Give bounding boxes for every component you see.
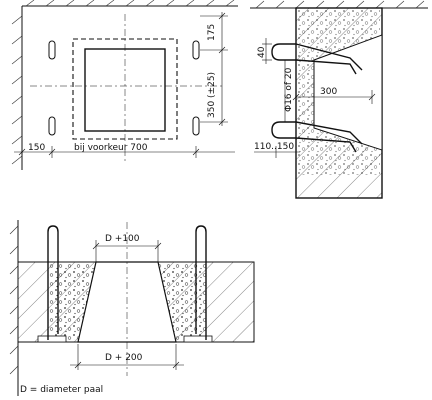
anchor-hook-bottom — [271, 121, 296, 139]
plan-view: 175 350 (±25) 150 bij voorkeur 700 — [11, 0, 238, 170]
dim-d100-label: D +100 — [105, 234, 140, 244]
dim-d200-label: D + 200 — [105, 353, 143, 363]
dim-110-150-label: 110..150 — [254, 142, 294, 152]
bottom-wall-hatch — [9, 225, 19, 375]
section-view: 40 Φ16 of 20 300 110..150 — [250, 0, 428, 199]
pile-cap-slab — [17, 261, 255, 343]
top-ground-hatch — [25, 0, 235, 7]
dim-175-label: 175 — [207, 24, 217, 41]
anchor-slot-bottom-right — [192, 116, 200, 136]
tapered-opening — [313, 34, 383, 151]
left-wall-hatch — [11, 15, 23, 165]
dim-phi-label: Φ16 of 20 — [284, 67, 294, 112]
anchor-slot-bottom-left — [48, 116, 56, 136]
anchor-hook-top — [271, 43, 296, 61]
anchor-bar-right — [195, 225, 207, 340]
pile-section: D +100 D + 200 D = diameter paal — [9, 220, 255, 396]
anchor-slot-top-right — [192, 40, 200, 60]
ceiling-hatch — [255, 0, 425, 9]
legend-text: D = diameter paal — [20, 385, 103, 395]
anchor-slot-top-left — [48, 40, 56, 60]
dim-150-label: 150 — [28, 143, 45, 153]
dim-350-label: 350 (±25) — [207, 72, 217, 118]
dim-700-label: bij voorkeur 700 — [74, 143, 148, 153]
dim-300-label: 300 — [320, 87, 337, 97]
anchor-bar-left — [47, 225, 59, 340]
plan-dashed-outline — [72, 38, 178, 140]
plan-pile-opening — [84, 48, 166, 132]
dim-40-label: 40 — [257, 46, 267, 58]
